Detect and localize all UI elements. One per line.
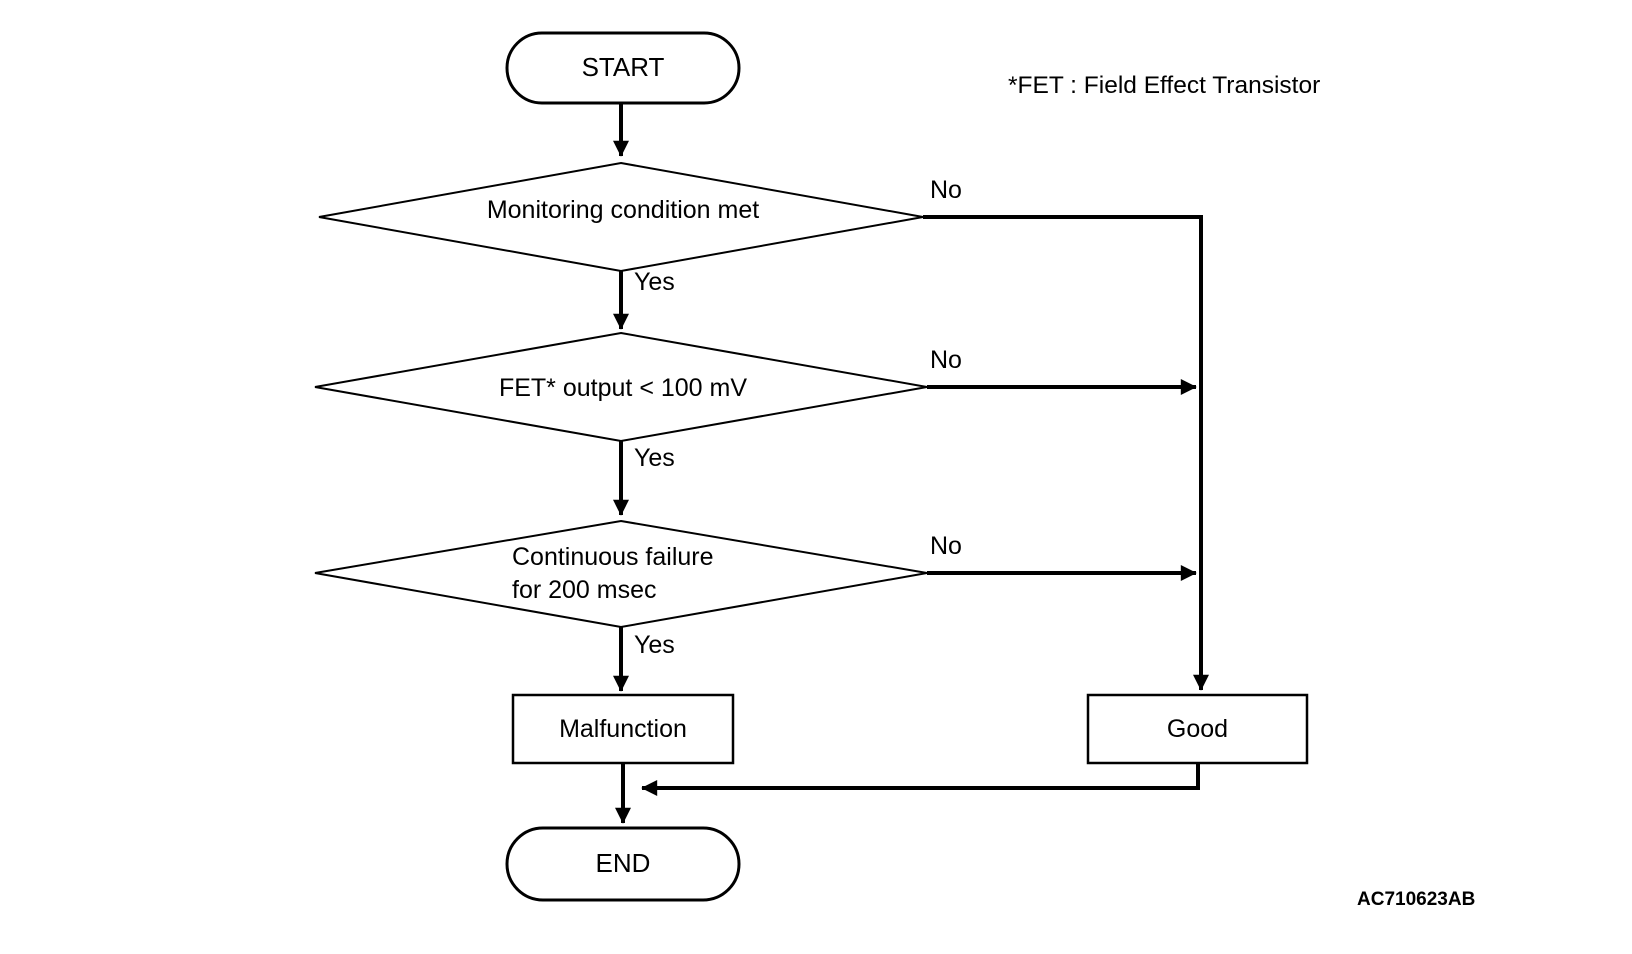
end-terminator-shape <box>505 826 741 902</box>
decision-continuous-failure-line2: for 200 msec <box>512 576 657 604</box>
failure-no-label: No <box>930 532 962 560</box>
decision-monitoring-label: Monitoring condition met <box>486 196 760 224</box>
figure-code: AC710623AB <box>1357 889 1476 910</box>
edge-good-to-end <box>641 763 1200 796</box>
fet-yes-label: Yes <box>634 444 675 472</box>
decision-monitoring-diamond <box>318 161 924 273</box>
decision-continuous-failure-label: Continuous failure for 200 msec <box>512 541 752 607</box>
decision-continuous-failure-diamond <box>314 519 928 629</box>
decision-continuous-failure-line1: Continuous failure <box>512 543 714 571</box>
fet-footnote: *FET : Field Effect Transistor <box>1008 72 1321 99</box>
edge-monitoring-no <box>923 215 1209 691</box>
malfunction-process-shape <box>511 693 735 765</box>
good-label: Good <box>1166 715 1229 743</box>
good-process-shape <box>1086 693 1309 765</box>
failure-yes-label: Yes <box>634 631 675 659</box>
monitoring-yes-label: Yes <box>634 268 675 296</box>
end-label: END <box>595 848 651 879</box>
monitoring-no-label: No <box>930 176 962 204</box>
decision-fet-output-diamond <box>314 331 928 443</box>
decision-fet-output-label: FET* output < 100 mV <box>498 374 748 402</box>
start-terminator-shape <box>505 31 741 105</box>
start-label: START <box>581 52 665 83</box>
fet-no-label: No <box>930 346 962 374</box>
malfunction-label: Malfunction <box>559 715 687 743</box>
